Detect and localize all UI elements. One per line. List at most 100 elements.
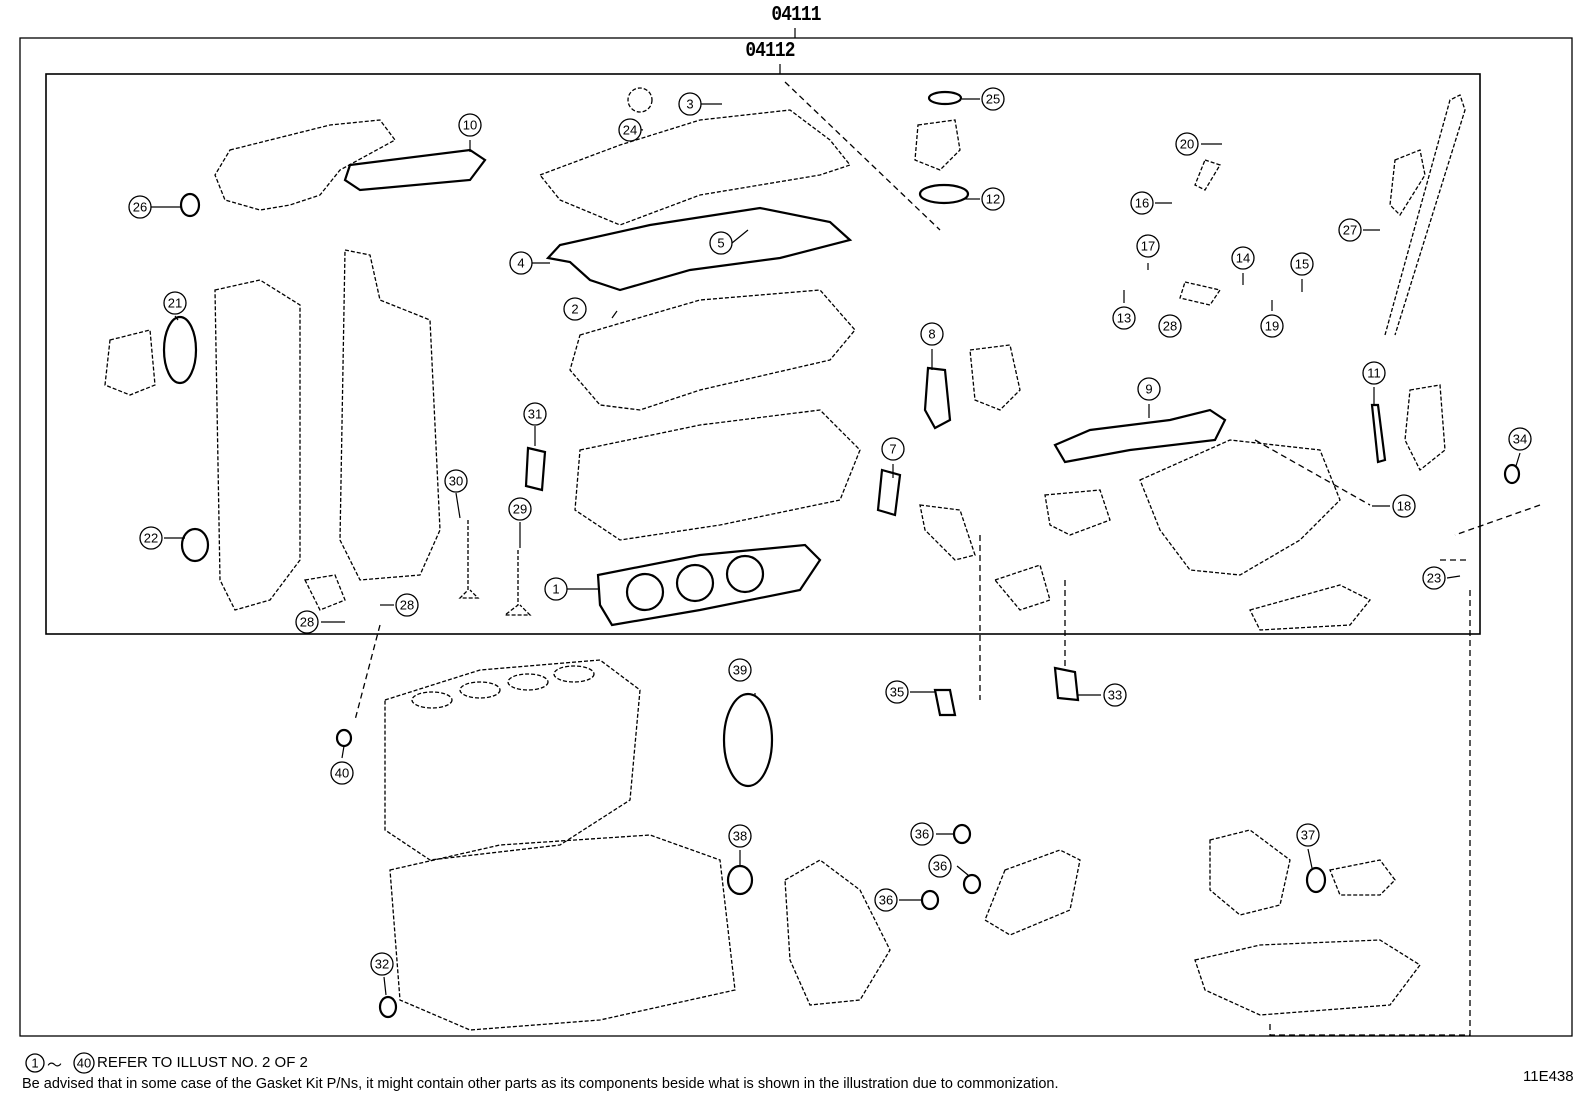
bracket-28 [304, 574, 346, 611]
svg-text:22: 22 [144, 531, 158, 546]
svg-text:5: 5 [717, 236, 724, 251]
illustration-code: 11E438 [1523, 1068, 1574, 1085]
svg-text:26: 26 [133, 200, 147, 215]
svg-text:29: 29 [513, 502, 527, 517]
callout-11: 11 [1362, 361, 1386, 385]
callout-28-left: 28 [295, 610, 319, 634]
intake-manifold [1139, 439, 1341, 576]
sensor-14-area [1179, 281, 1222, 306]
callout-18: 18 [1392, 494, 1416, 518]
bore-3 [725, 554, 765, 594]
callout-27: 27 [1338, 218, 1362, 242]
water-pump [1209, 829, 1291, 916]
water-outlet-gasket [918, 183, 970, 205]
cylinder-block [384, 659, 641, 861]
svg-text:20: 20 [1180, 137, 1194, 152]
callout-15: 15 [1290, 252, 1314, 276]
note-range-end-circle: 40 [73, 1052, 95, 1074]
timing-chain-cover-inner [214, 279, 301, 611]
callout-28-right: 28 [395, 593, 419, 617]
callout-1: 1 [544, 577, 568, 601]
svg-text:2: 2 [571, 302, 578, 317]
exhaust-manifold [214, 119, 396, 211]
callout-35: 35 [885, 680, 909, 704]
callout-31: 31 [523, 402, 547, 426]
svg-text:15: 15 [1295, 257, 1309, 272]
oil-pump [784, 859, 891, 1006]
callout-13: 13 [1112, 306, 1136, 330]
svg-text:1: 1 [31, 1056, 38, 1071]
callout-9: 9 [1137, 377, 1161, 401]
intake-adapter [1044, 489, 1111, 536]
callout-32: 32 [370, 952, 394, 976]
timing-chain-cover [339, 249, 441, 581]
callout-8: 8 [920, 322, 944, 346]
sensor-20-area [1194, 159, 1221, 191]
block-bore-2 [459, 681, 501, 699]
egr-pipe [993, 564, 1051, 611]
block-bore-3 [507, 673, 549, 691]
gasket-33 [1053, 666, 1080, 702]
callout-12: 12 [981, 187, 1005, 211]
svg-text:16: 16 [1135, 196, 1149, 211]
svg-text:21: 21 [168, 296, 182, 311]
svg-text:40: 40 [77, 1056, 91, 1071]
svg-text:9: 9 [1145, 382, 1152, 397]
svg-text:28: 28 [1163, 319, 1177, 334]
note-range-start-circle: 1 [25, 1053, 45, 1073]
dipstick-guide [1389, 149, 1426, 217]
svg-text:24: 24 [623, 123, 637, 138]
callout-30: 30 [444, 469, 468, 493]
callout-19: 19 [1260, 314, 1284, 338]
svg-text:27: 27 [1343, 223, 1357, 238]
cylinder-head [574, 409, 861, 541]
svg-text:18: 18 [1397, 499, 1411, 514]
callout-16: 16 [1130, 191, 1154, 215]
callout-36-a: 36 [910, 822, 934, 846]
callout-36-c: 36 [874, 888, 898, 912]
kit-04112-label: 04112 [745, 40, 795, 63]
oil-seal-22 [180, 527, 210, 563]
cylinder-head-cover [538, 109, 852, 226]
svg-text:31: 31 [528, 407, 542, 422]
bore-1 [625, 572, 665, 612]
callout-14: 14 [1231, 246, 1255, 270]
rear-oil-seal-39 [722, 692, 774, 788]
valve-29 [503, 550, 532, 616]
callout-33: 33 [1103, 683, 1127, 707]
gasket-36b [962, 873, 982, 895]
svg-text:17: 17 [1141, 239, 1155, 254]
svg-text:4: 4 [517, 256, 524, 271]
gasket-11 [1370, 403, 1387, 464]
kit-04111-label: 04111 [771, 4, 821, 27]
gasket-36c [920, 889, 940, 911]
note-refer-text: REFER TO ILLUST NO. 2 OF 2 [97, 1054, 308, 1071]
svg-text:19: 19 [1265, 319, 1279, 334]
svg-text:39: 39 [733, 663, 747, 678]
svg-text:13: 13 [1117, 311, 1131, 326]
svg-text:36: 36 [879, 893, 893, 908]
oil-filler-cap [627, 87, 653, 113]
svg-text:36: 36 [933, 859, 947, 874]
callout-37: 37 [1296, 823, 1320, 847]
callout-10: 10 [458, 113, 482, 137]
svg-text:33: 33 [1108, 688, 1122, 703]
svg-text:28: 28 [400, 598, 414, 613]
note-range-separator: ～ [47, 1057, 63, 1074]
seal-40 [335, 728, 353, 748]
callout-20: 20 [1175, 132, 1199, 156]
oil-level-gauge [1384, 94, 1466, 336]
callout-17: 17 [1136, 234, 1160, 258]
kit-04111-frame [19, 37, 1573, 1037]
svg-text:7: 7 [889, 442, 896, 457]
gasket-8 [923, 366, 952, 430]
callout-39: 39 [728, 658, 752, 682]
svg-text:28: 28 [300, 615, 314, 630]
oil-filter-bracket [984, 849, 1081, 936]
cylinder-head-gasket [596, 543, 822, 627]
kit-04112-frame [45, 73, 1481, 635]
gasket-36a [952, 823, 972, 845]
o-ring-37 [1305, 866, 1327, 894]
throttle-body [1404, 384, 1446, 472]
